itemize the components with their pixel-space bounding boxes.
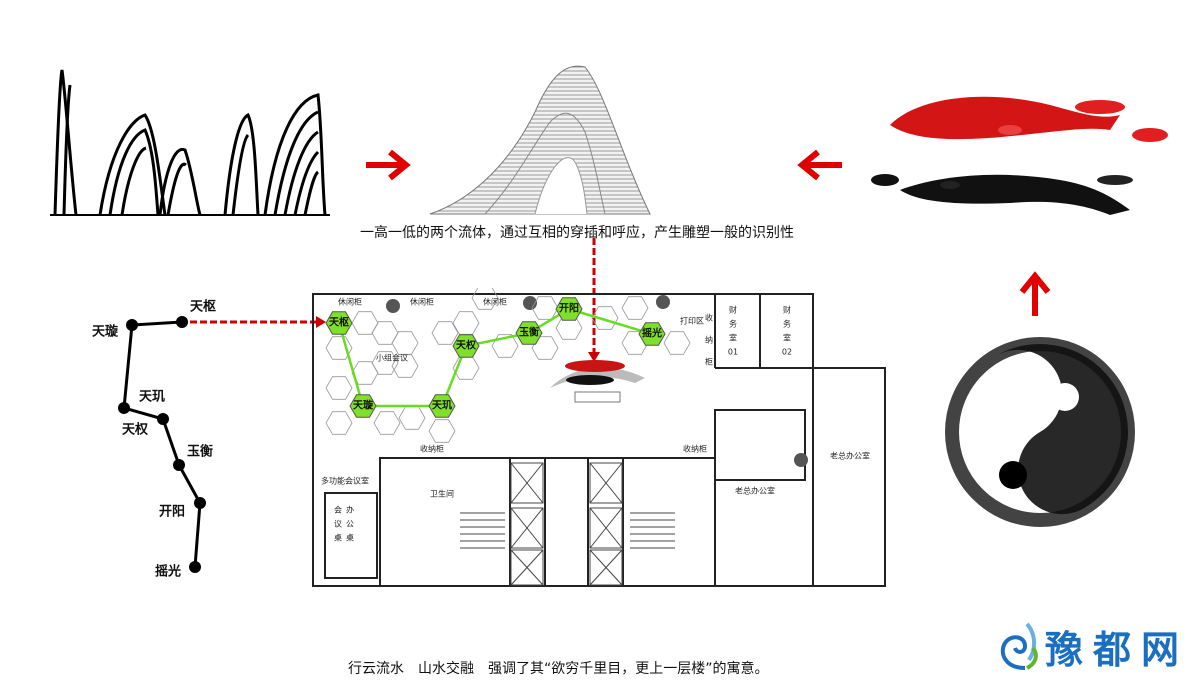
room-label: 纳	[705, 335, 713, 345]
star-dot	[126, 319, 138, 331]
room-label: 财	[729, 305, 737, 315]
room-label: 老总办公室	[735, 486, 775, 496]
star-label: 天玑	[139, 390, 165, 405]
hex-node	[515, 321, 543, 345]
room-label: 02	[782, 348, 792, 357]
yin-yang-image	[945, 337, 1135, 527]
logo-text: 豫都网	[1045, 627, 1190, 672]
room-label: 会	[334, 505, 342, 515]
room-label: 财	[783, 305, 791, 315]
room-label: 休闲柜	[338, 297, 362, 307]
hex-cell	[325, 376, 353, 400]
room-label: 收纳柜	[683, 444, 707, 454]
hex-cell	[325, 336, 353, 360]
hex-node-label: 开阳	[559, 303, 579, 315]
hex-node	[325, 311, 353, 335]
room-label: 老总办公室	[830, 451, 870, 461]
hex-node	[452, 334, 480, 358]
hex-cell	[371, 321, 399, 345]
hex-cell	[398, 406, 426, 430]
hex-cell	[663, 331, 691, 355]
star-label: 摇光	[155, 564, 181, 580]
room-label: 务	[783, 319, 791, 329]
hex-node-label: 天璇	[353, 399, 374, 412]
arrow-right-icon	[366, 149, 411, 181]
hex-node	[638, 322, 666, 346]
site-logo: 豫都网	[995, 618, 1189, 674]
room-label: 室	[783, 333, 791, 343]
hex-cell	[373, 411, 401, 435]
room-label: 务	[729, 319, 737, 329]
hex-node-label: 天枢	[329, 316, 349, 329]
swirl-logo-icon	[1000, 622, 1038, 670]
room-label: 卫生间	[430, 489, 454, 499]
hex-cell	[371, 351, 399, 375]
hex-node-label: 天权	[456, 339, 477, 352]
room-label: 室	[729, 333, 737, 343]
room-label: 桌	[334, 533, 342, 543]
room-label: 公	[346, 520, 354, 529]
room-label: 小组会议	[376, 353, 408, 363]
room-label: 休闲柜	[483, 297, 507, 307]
star-dot	[194, 497, 206, 509]
hex-cell	[431, 321, 459, 345]
hex-node-label: 天玑	[432, 400, 452, 412]
mountain-sculpture-image	[50, 69, 330, 216]
koi-fish-image	[871, 96, 1168, 215]
room-label: 议	[334, 520, 342, 529]
floor-plan: 天枢天璇天玑天权玉衡开阳摇光 休闲柜 休闲柜 休闲柜 小组会议 打印区 收纳柜 …	[312, 288, 886, 587]
room-label: 收纳柜	[420, 444, 444, 454]
star-label: 开阳	[159, 505, 185, 520]
hex-node	[428, 394, 456, 418]
big-dipper-diagram: 天枢 天璇 天玑 天权 玉衡 开阳 摇光	[92, 299, 216, 580]
star-label: 天璇	[92, 324, 118, 340]
room-label: 桌	[346, 533, 354, 543]
star-dot	[173, 459, 185, 471]
room-label: 打印区	[680, 316, 704, 326]
hex-cell	[621, 296, 649, 320]
hex-cell	[491, 334, 519, 358]
hex-cell	[428, 419, 456, 443]
hex-cell	[591, 306, 619, 330]
room-label: 办	[346, 505, 354, 515]
bottom-caption: 行云流水 山水交融 强调了其“欲穷千里目，更上一层楼”的寓意。	[348, 661, 769, 677]
arrow-up-icon	[1019, 271, 1051, 316]
star-label: 天枢	[190, 299, 216, 315]
arrow-left-icon	[797, 149, 842, 181]
hex-cell	[531, 336, 559, 360]
room-label: 休闲柜	[410, 297, 434, 307]
room-label: 多功能会议室	[321, 476, 369, 486]
hex-cell	[325, 411, 353, 435]
star-label: 天权	[122, 422, 149, 438]
hex-node	[555, 297, 583, 321]
hex-cell	[391, 331, 419, 355]
top-caption: 一高一低的两个流体，通过互相的穿插和呼应，产生雕塑一般的识别性	[360, 225, 794, 241]
hex-node-label: 玉衡	[519, 326, 539, 339]
hex-cell	[351, 311, 379, 335]
room-label: 01	[728, 348, 738, 357]
hex-cell	[471, 288, 499, 310]
star-label: 玉衡	[187, 444, 213, 460]
star-dot	[176, 316, 188, 328]
star-dot	[189, 561, 201, 573]
building-rendering-image	[429, 65, 651, 215]
room-label: 收	[705, 313, 713, 323]
hex-cell	[391, 354, 419, 378]
hex-node-label: 摇光	[642, 327, 662, 340]
room-label: 柜	[705, 357, 713, 367]
star-dot	[118, 402, 130, 414]
hex-cell	[351, 361, 379, 385]
hex-node	[349, 394, 377, 418]
star-dot	[157, 413, 169, 425]
